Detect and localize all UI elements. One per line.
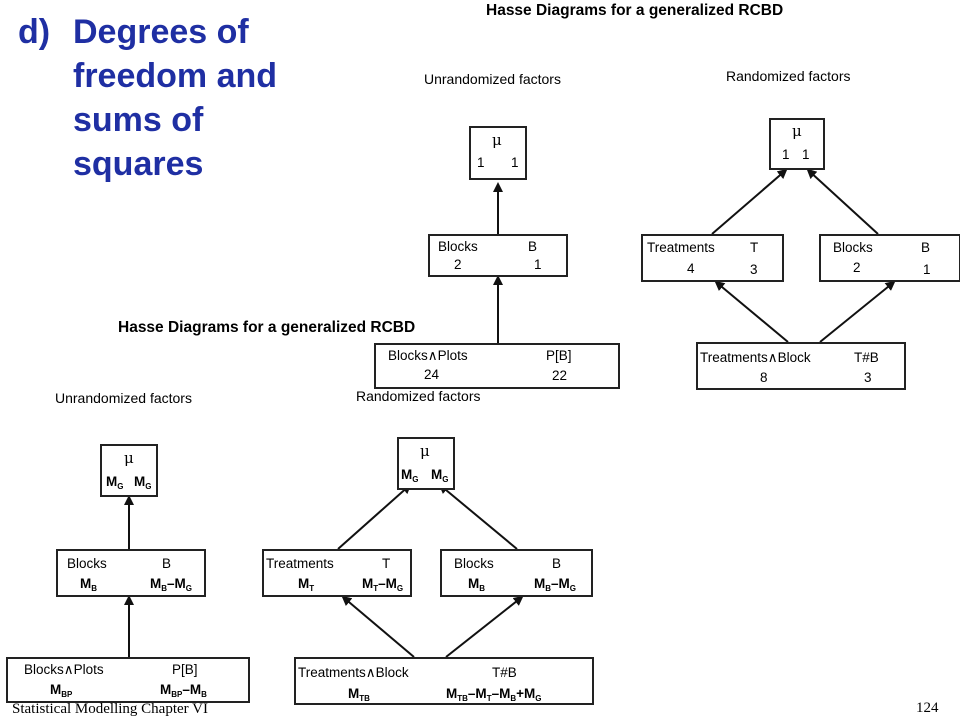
levels-value: 2 xyxy=(454,257,462,272)
df-value: 1 xyxy=(782,147,790,162)
upper-unrand-mu-box: μ 1 1 xyxy=(469,126,527,180)
df-value: 1 xyxy=(802,147,810,162)
arrow-upper-treatments-to-mu xyxy=(711,168,788,235)
df-value: 1 xyxy=(511,155,519,170)
ss-expression: MB–MG xyxy=(534,576,577,593)
mean-symbol: MG xyxy=(401,467,419,484)
levels-value: 2 xyxy=(853,260,861,275)
footer-course-label: Statistical Modelling Chapter VI xyxy=(12,701,208,717)
lower-unrand-plots-box: Blocks∧Plots P[B] MBP MBP–MB xyxy=(6,657,250,703)
factor-name: Treatments∧Block xyxy=(298,665,409,680)
df-value: 22 xyxy=(552,368,568,383)
factor-name: Blocks∧Plots xyxy=(388,348,468,363)
df-value: 1 xyxy=(534,257,542,272)
upper-unrand-plots-box: Blocks∧Plots P[B] 24 22 xyxy=(374,343,620,389)
mu-symbol: μ xyxy=(420,442,430,460)
mu-symbol: μ xyxy=(792,122,802,140)
upper-unrand-blocks-box: Blocks B 2 1 xyxy=(428,234,568,277)
title-line: squares xyxy=(73,145,204,183)
title-line: sums of xyxy=(73,101,204,139)
arrow-lower-blocks-to-mu xyxy=(438,483,518,550)
lower-rand-blocks-box: Blocks B MB MB–MG xyxy=(440,549,593,597)
mu-symbol: μ xyxy=(492,131,502,149)
upper-rand-tb-box: Treatments∧Block T#B 8 3 xyxy=(696,342,906,390)
factor-name: Treatments∧Block xyxy=(700,350,811,365)
upper-randomized-caption: Randomized factors xyxy=(726,68,851,84)
factor-symbol: T xyxy=(382,556,391,571)
factor-symbol: B xyxy=(528,239,538,254)
factor-name: Blocks∧Plots xyxy=(24,662,104,677)
title-line: Degrees of xyxy=(73,13,249,51)
ss-symbol: MG xyxy=(431,467,449,484)
arrow-upper-tb-to-blocks xyxy=(819,280,896,343)
df-value: 3 xyxy=(750,262,758,277)
factor-name: Blocks xyxy=(454,556,494,571)
factor-symbol: T#B xyxy=(854,350,879,365)
factor-symbol: T#B xyxy=(492,665,517,680)
mean-symbol: MBP xyxy=(50,682,73,699)
arrow-lower-tb-to-treatments xyxy=(341,595,415,658)
factor-symbol: P[B] xyxy=(172,662,198,677)
lower-unrandomized-caption: Unrandomized factors xyxy=(55,390,192,406)
upper-rand-blocks-box: Blocks B 2 1 xyxy=(819,234,960,282)
arrow-lower-tb-to-blocks xyxy=(445,595,524,658)
ss-expression: MT–MG xyxy=(362,576,404,593)
mean-symbol: MG xyxy=(106,474,124,491)
lower-rand-treatments-box: Treatments T MT MT–MG xyxy=(262,549,412,597)
factor-symbol: B xyxy=(162,556,172,571)
title-lines: Degrees of freedom and sums of squares xyxy=(73,10,333,186)
ss-expression: MBP–MB xyxy=(160,682,207,699)
factor-symbol: T xyxy=(750,240,759,255)
factor-name: Blocks xyxy=(833,240,873,255)
df-value: 1 xyxy=(477,155,485,170)
levels-value: 8 xyxy=(760,370,768,385)
df-value: 3 xyxy=(864,370,872,385)
ss-expression: MTB–MT–MB+MG xyxy=(446,686,542,703)
mean-symbol: MB xyxy=(80,576,98,593)
factor-symbol: B xyxy=(552,556,562,571)
lower-rand-mu-box: μ MG MG xyxy=(397,437,455,490)
upper-rand-treatments-box: Treatments T 4 3 xyxy=(641,234,784,282)
arrow-upper-tb-to-treatments xyxy=(714,280,789,343)
upper-heading: Hasse Diagrams for a generalized RCBD xyxy=(486,2,784,19)
arrow-upper-blocks-to-mu xyxy=(806,168,879,235)
df-value: 1 xyxy=(923,262,931,277)
mean-symbol: MTB xyxy=(348,686,370,703)
mean-symbol: MT xyxy=(298,576,315,593)
upper-unrandomized-caption: Unrandomized factors xyxy=(424,71,561,87)
mu-symbol: μ xyxy=(124,449,134,467)
lower-randomized-caption: Randomized factors xyxy=(356,388,481,404)
section-label: d) xyxy=(18,13,51,51)
levels-value: 24 xyxy=(424,367,440,382)
lower-unrand-mu-box: μ MG MG xyxy=(100,444,158,497)
factor-symbol: B xyxy=(921,240,931,255)
mean-symbol: MB xyxy=(468,576,486,593)
lower-heading: Hasse Diagrams for a generalized RCBD xyxy=(118,319,416,336)
levels-value: 4 xyxy=(687,261,695,276)
factor-name: Treatments xyxy=(266,556,334,571)
ss-expression: MB–MG xyxy=(150,576,193,593)
factor-name: Treatments xyxy=(647,240,715,255)
lower-rand-tb-box: Treatments∧Block T#B MTB MTB–MT–MB+MG xyxy=(294,657,594,705)
title-line: freedom and xyxy=(73,57,278,95)
arrow-lower-treatments-to-mu xyxy=(337,483,412,550)
lower-unrand-blocks-box: Blocks B MB MB–MG xyxy=(56,549,206,597)
ss-symbol: MG xyxy=(134,474,152,491)
factor-name: Blocks xyxy=(438,239,478,254)
upper-rand-mu-box: μ 1 1 xyxy=(769,118,825,170)
page-number: 124 xyxy=(916,700,939,716)
factor-name: Blocks xyxy=(67,556,107,571)
factor-symbol: P[B] xyxy=(546,348,572,363)
